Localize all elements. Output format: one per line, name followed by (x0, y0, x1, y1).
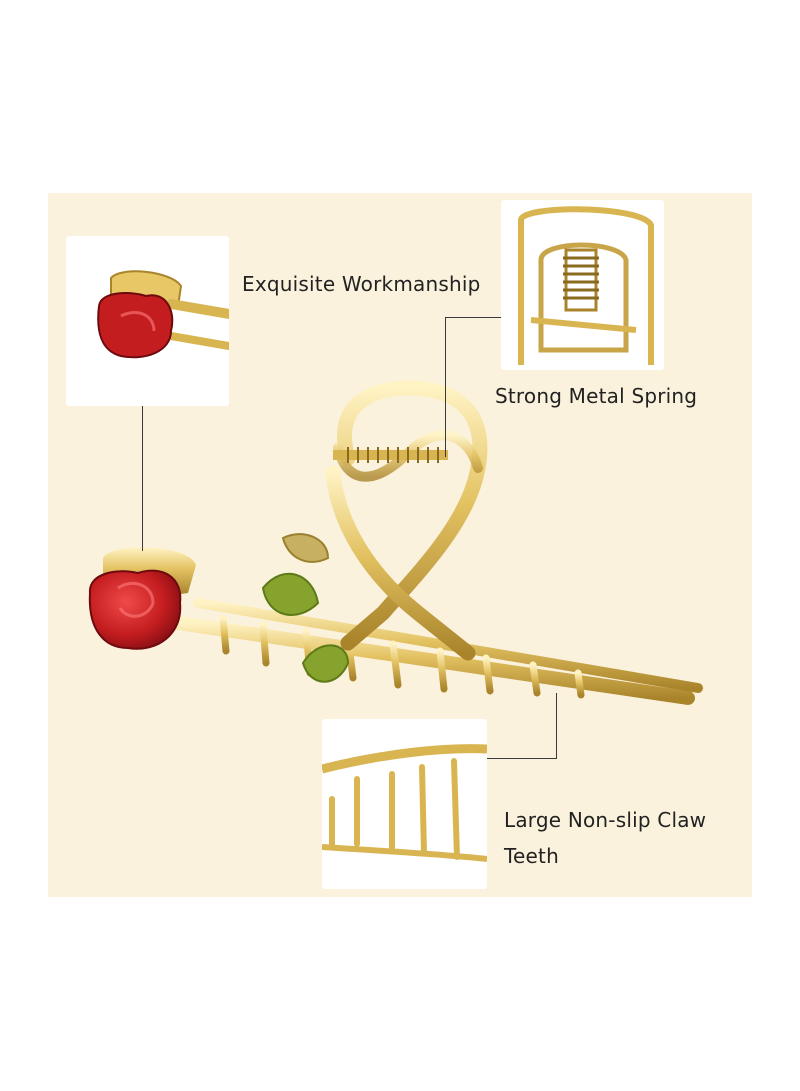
leader-spring-vertical (445, 317, 446, 457)
callout-teeth-line1: Large Non-slip Claw (504, 808, 707, 832)
claw-teeth (171, 598, 703, 705)
inset-rose-detail (66, 236, 229, 406)
callout-workmanship: Exquisite Workmanship (242, 272, 481, 296)
claw-clip-image (88, 380, 703, 705)
leaves (261, 533, 350, 683)
leader-spring-horizontal (445, 317, 501, 318)
leader-rose-vertical (142, 406, 143, 551)
leader-teeth-horizontal (487, 758, 557, 759)
inset-teeth-detail (322, 719, 487, 889)
spring (333, 447, 448, 463)
product-panel: Exquisite Workmanship Strong Metal Sprin… (48, 193, 752, 897)
rose (88, 547, 196, 650)
inset-spring-detail (501, 200, 664, 370)
callout-teeth-line2: Teeth (504, 844, 559, 868)
handle-loop (325, 380, 488, 661)
callout-spring: Strong Metal Spring (495, 384, 698, 408)
leader-teeth-vertical (556, 693, 557, 759)
